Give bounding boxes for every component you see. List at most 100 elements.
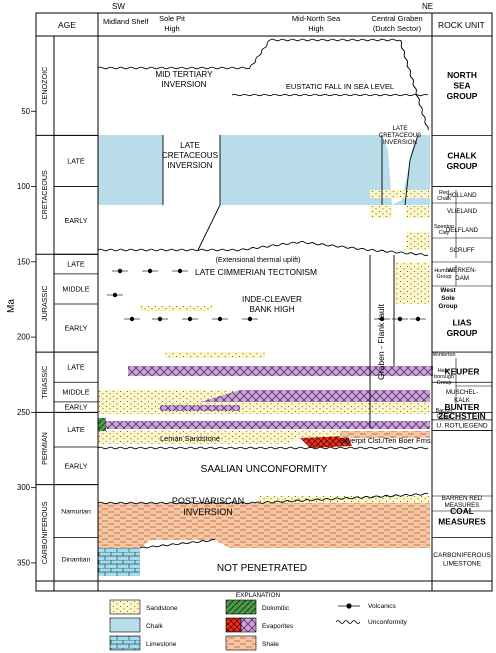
legend-swatch-dolomitic — [225, 599, 257, 615]
epoch-label-1: EARLY — [64, 216, 87, 225]
era-labels: CENOZOICCRETACEOUSJURASSICTRIASSICPERMIA… — [40, 67, 49, 564]
red-chalk-2: Chalk — [437, 196, 451, 202]
silverpit-evaporite — [300, 436, 352, 448]
legend-label-sandstone: Sandstone — [146, 605, 178, 612]
leman-sandstone-label: Leman Sandstone — [160, 434, 220, 443]
central-graben-header-2: (Dutch Sector) — [373, 24, 422, 33]
holland-label: HOLLAND — [447, 192, 477, 199]
epoch-label-5: LATE — [67, 363, 85, 372]
unconformity-tertiary-left — [97, 66, 251, 70]
late-cret-inv-small-1: LATE — [392, 125, 407, 132]
epoch-label-9: EARLY — [64, 461, 87, 470]
unconformity-eustatic — [231, 93, 429, 97]
rock-unit-boundaries — [432, 134, 492, 582]
volcanics-marker-3 — [112, 292, 118, 298]
unconformity-lines — [97, 38, 429, 549]
rock-unit-labels: NORTHSEAGROUPCHALKGROUPLIASGROUPKEUPERBU… — [433, 70, 491, 568]
legend-label-limestone: Limestone — [146, 641, 177, 648]
graben-sand-4 — [406, 232, 430, 250]
unconformity-variscan-left — [97, 501, 256, 505]
volcanics-marker-8 — [247, 316, 253, 322]
post-variscan-1: POST-VARISCAN — [172, 496, 244, 506]
late-cimmerian: LATE CIMMERIAN TECTONISM — [195, 267, 317, 277]
sw-label: SW — [112, 2, 125, 11]
coal-measures-shale — [98, 503, 430, 560]
ne-label: NE — [422, 2, 433, 11]
rock-label-6-0: U. ROTLIEGEND — [436, 422, 488, 429]
inversion-outlines — [162, 134, 419, 428]
speeton-2: Clay — [439, 230, 450, 236]
haisborough-2: borough — [434, 374, 454, 380]
muschelkalk-label-2: KALK — [454, 397, 471, 404]
unconformity-cimmerian-right — [299, 241, 371, 251]
axis-tick-label-1: 100 — [17, 182, 31, 191]
mid-tertiary-1: MID TERTIARY — [155, 70, 213, 79]
lithology-layers — [98, 135, 433, 576]
west-sole-1: West — [440, 287, 456, 294]
late-cret-inv-2: CRETACEOUS — [162, 151, 219, 160]
speeton-1: Speeton — [434, 224, 454, 230]
mid-north-sea-header-2: High — [308, 24, 323, 33]
eustatic-fall: EUSTATIC FALL IN SEA LEVEL — [286, 82, 394, 91]
humber-1: Humber — [434, 268, 453, 274]
central-graben-header-1: Central Graben — [371, 14, 422, 23]
rock-label-0-0: NORTH — [447, 70, 477, 80]
rock-label-0-2: GROUP — [447, 91, 478, 101]
epoch-label-2: LATE — [67, 260, 85, 269]
era-label-3: TRIASSIC — [40, 366, 49, 399]
barren-red-label-2: MEASURES — [445, 502, 480, 509]
unconformity-tertiary-right — [399, 39, 429, 131]
triassic-evaporite-1 — [128, 366, 433, 376]
axis-tick-label-0: 50 — [21, 107, 30, 116]
graben-sand-3 — [406, 206, 430, 218]
axis-tick-label-4: 250 — [17, 408, 31, 417]
rock-label-8-1: LIMESTONE — [443, 561, 482, 568]
rock-label-2-1: GROUP — [447, 328, 478, 338]
volcanics-marker-6 — [187, 316, 193, 322]
inde-cleaver-2: BANK HIGH — [249, 305, 294, 314]
epoch-boundaries — [54, 134, 98, 538]
volcanics-marker-7 — [217, 316, 223, 322]
rock-label-3-0: KEUPER — [445, 367, 480, 377]
inde-cleaver-1: INDE-CLEAVER — [242, 295, 302, 304]
saalian-unconformity: SAALIAN UNCONFORMITY — [201, 464, 328, 475]
axis-label: Ma — [6, 299, 17, 313]
legend-symbol-unconformity — [335, 620, 361, 624]
zechstein-evaporite — [98, 421, 430, 429]
legend-label-evaporites: Evaporites — [262, 623, 294, 630]
unconformity-tertiary-top — [269, 38, 401, 42]
legend-label-chalk: Chalk — [146, 623, 164, 630]
barren-red-label-1: BARREN RED — [442, 495, 483, 502]
axis-tick-label-3: 200 — [17, 333, 31, 342]
graben-inversion-zone — [382, 135, 418, 205]
extensional-uplift: (Extensional thermal uplift) — [215, 255, 300, 264]
bacton-2: Group — [437, 414, 452, 420]
muschelkalk-label-1: MUSCHEL- — [446, 389, 478, 396]
winterton: Winterton — [432, 352, 455, 358]
rock-label-7-1: MEASURES — [438, 516, 486, 526]
era-label-2: JURASSIC — [40, 285, 49, 321]
rock-label-4-0: BUNTER — [445, 402, 480, 412]
era-label-4: PERMIAN — [40, 432, 49, 465]
haisborough-3: Group — [437, 380, 452, 386]
triassic-sand-left — [98, 390, 240, 402]
legend-swatch-sandstone — [109, 599, 141, 615]
legend-swatch-chalk — [109, 617, 141, 633]
chart-frame — [35, 12, 493, 592]
volcanics-marker-5 — [157, 316, 163, 322]
vlieland-label: VLIELAND — [447, 208, 477, 215]
triassic-evaporite-2 — [200, 390, 430, 402]
unconformity-variscan-right — [254, 492, 429, 504]
epoch-label-0: LATE — [67, 156, 85, 165]
triassic-sand-wedge — [98, 402, 430, 414]
west-sole-3: Group — [438, 303, 457, 310]
unconformity-tertiary-slope — [249, 39, 271, 69]
rock-label-0-1: SEA — [453, 80, 470, 90]
post-variscan-2: INVERSION — [183, 507, 233, 517]
group-sub-dividers — [432, 190, 492, 512]
haisborough-1: Hais- — [438, 368, 451, 374]
silverpit-shale — [340, 431, 430, 438]
silverpit-label: Silverpit Clst./Ten Boer Fms. — [339, 436, 432, 445]
